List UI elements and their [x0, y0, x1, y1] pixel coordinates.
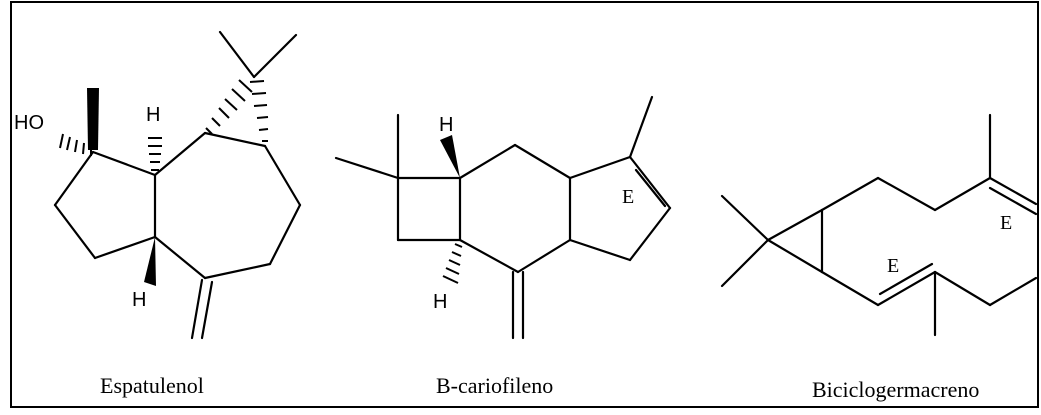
- atom-label-ho: HO: [14, 112, 44, 134]
- hashed-bond-cyclopropane-left: [205, 79, 253, 135]
- hashed-bond-ho: [59, 133, 92, 156]
- molecule-b-cariofileno: H H E: [334, 95, 672, 340]
- hashed-bond-h-bottom-2: [442, 243, 463, 284]
- caption-espatulenol: Espatulenol: [100, 373, 204, 398]
- caption-biciclogermacreno: Biciclogermacreno: [812, 377, 979, 402]
- atom-label-h-top: H: [146, 104, 160, 126]
- hashed-bond-cyclopropane-right: [249, 80, 269, 142]
- atom-label-h-bottom-2: H: [433, 291, 447, 313]
- figure-frame: [10, 1, 1039, 408]
- molecule-espatulenol: HO H H: [14, 30, 302, 340]
- caption-b-cariofileno: B-cariofileno: [436, 373, 553, 398]
- molecule-biciclogermacreno: E E: [720, 113, 1038, 337]
- atom-label-h-top-2: H: [439, 114, 453, 136]
- stereo-label-e-lower: E: [887, 255, 899, 277]
- stereo-label-e-upper: E: [1000, 212, 1012, 234]
- hashed-bond-h-top: [148, 137, 162, 171]
- atom-label-h-bottom: H: [132, 289, 146, 311]
- stereo-label-e: E: [622, 186, 634, 208]
